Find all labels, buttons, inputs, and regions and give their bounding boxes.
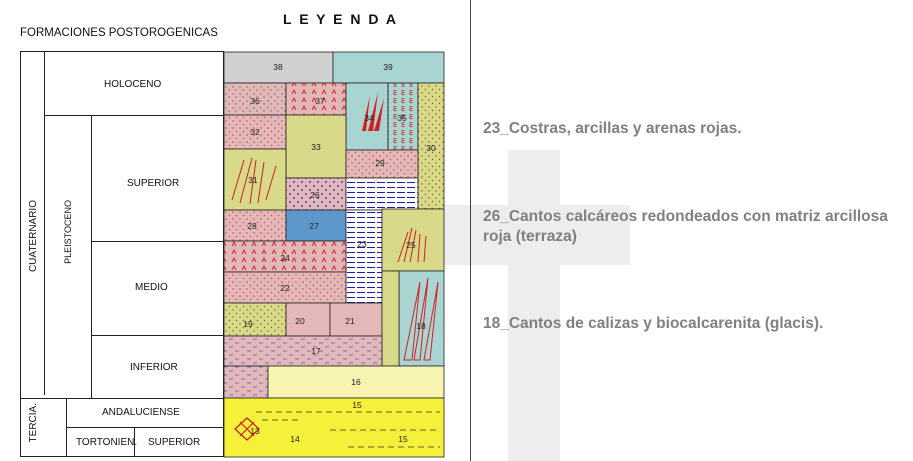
vertical-divider — [470, 0, 471, 461]
legend-title: L E Y E N D A — [283, 11, 398, 27]
unit-13-cross — [234, 417, 260, 441]
unit-15-dashes — [256, 411, 440, 448]
unit-25-rays — [397, 227, 427, 263]
unit-20-box — [285, 302, 331, 337]
row-line-medio — [91, 335, 224, 336]
legend-item-18: 18_Cantos de calizas y biocalcarenita (g… — [483, 315, 824, 332]
unit-15-label: 15 — [352, 400, 362, 410]
column-line-2 — [91, 115, 92, 398]
unit-21-box — [329, 302, 383, 337]
unit-36-label: 36 — [250, 96, 260, 106]
unit-33-box — [285, 114, 347, 179]
unit-18-label: 18 — [416, 321, 426, 331]
superior-label: SUPERIOR — [127, 178, 180, 189]
unit-23-label: 23 — [357, 239, 367, 249]
unit-34-label: 34 — [364, 113, 374, 123]
medio-label: MEDIO — [135, 282, 168, 293]
watermark-horizontal-bar — [440, 205, 630, 265]
unit-16-box — [267, 365, 445, 399]
unit-39-label: 39 — [383, 62, 393, 72]
unit-29-label: 29 — [375, 158, 385, 168]
unit-stripes-upper — [345, 177, 419, 211]
holoceno-label: HOLOCENO — [104, 79, 162, 90]
inferior-label: INFERIOR — [130, 362, 178, 373]
unit-15-box — [223, 397, 445, 458]
geological-units-diagram: E — [223, 51, 445, 458]
unit-25-label: 25 — [406, 240, 416, 250]
unit-18-left-strip — [381, 270, 400, 367]
left-title: FORMACIONES POSTOROGENICAS — [20, 27, 218, 39]
row-line-holoceno — [44, 115, 224, 116]
unit-30-box — [417, 82, 445, 210]
unit-25-box — [381, 208, 445, 272]
unit-22-label: 22 — [280, 283, 290, 293]
tortonien-superior-label: SUPERIOR — [148, 437, 201, 448]
unit-24-label: 24 — [280, 253, 290, 263]
unit-17-lower — [223, 365, 269, 399]
unit-32-label: 32 — [250, 127, 260, 137]
unit-31-box — [223, 148, 287, 211]
watermark-vertical-bar — [508, 150, 560, 461]
andaluciense-label: ANDALUCIENSE — [102, 407, 180, 418]
row-line-superior — [91, 241, 224, 242]
legend-item-26: 26_Cantos calcáreos redondeados con matr… — [483, 208, 888, 246]
row-line-andaluciense — [66, 427, 224, 428]
unit-19-box — [223, 302, 287, 337]
unit-13-label: 13 — [250, 426, 260, 436]
chronostratigraphic-table — [20, 51, 224, 457]
unit-16-label: 16 — [351, 377, 361, 387]
unit-26-box — [285, 177, 347, 211]
unit-18-wedges — [403, 277, 439, 361]
column-line-tortonien — [134, 427, 135, 457]
unit-14-label: 14 — [290, 434, 300, 444]
unit-31-rays — [231, 157, 277, 205]
tortonien-label: TORTONIEN. — [76, 437, 138, 448]
unit-23-box — [345, 209, 383, 304]
unit-20-label: 20 — [295, 316, 305, 326]
unit-35-box — [387, 82, 419, 151]
unit-29-box — [345, 149, 419, 179]
unit-21-label: 21 — [345, 316, 355, 326]
unit-15b-label: 15 — [398, 434, 408, 444]
unit-28-label: 28 — [247, 221, 257, 231]
legend-item-23: 23_Costras, arcillas y arenas rojas. — [483, 120, 742, 137]
unit-37-label: 37 — [315, 96, 325, 106]
unit-31-label: 31 — [248, 175, 258, 185]
unit-19-label: 19 — [243, 319, 253, 329]
unit-30-label: 30 — [426, 143, 436, 153]
unit-26-label: 26 — [310, 190, 320, 200]
unit-33-label: 33 — [311, 142, 321, 152]
unit-34-red-wedges — [362, 92, 384, 131]
row-line-tercia — [20, 398, 224, 399]
unit-27-label: 27 — [309, 221, 319, 231]
unit-35-label: 35 — [397, 113, 407, 123]
unit-38-label: 38 — [273, 62, 283, 72]
unit-38-box — [223, 51, 334, 84]
unit-17-box — [223, 335, 383, 367]
unit-24-box — [223, 240, 347, 273]
unit-22-box — [223, 271, 347, 304]
unit-17-label: 17 — [311, 346, 321, 356]
column-line-1 — [44, 51, 45, 395]
